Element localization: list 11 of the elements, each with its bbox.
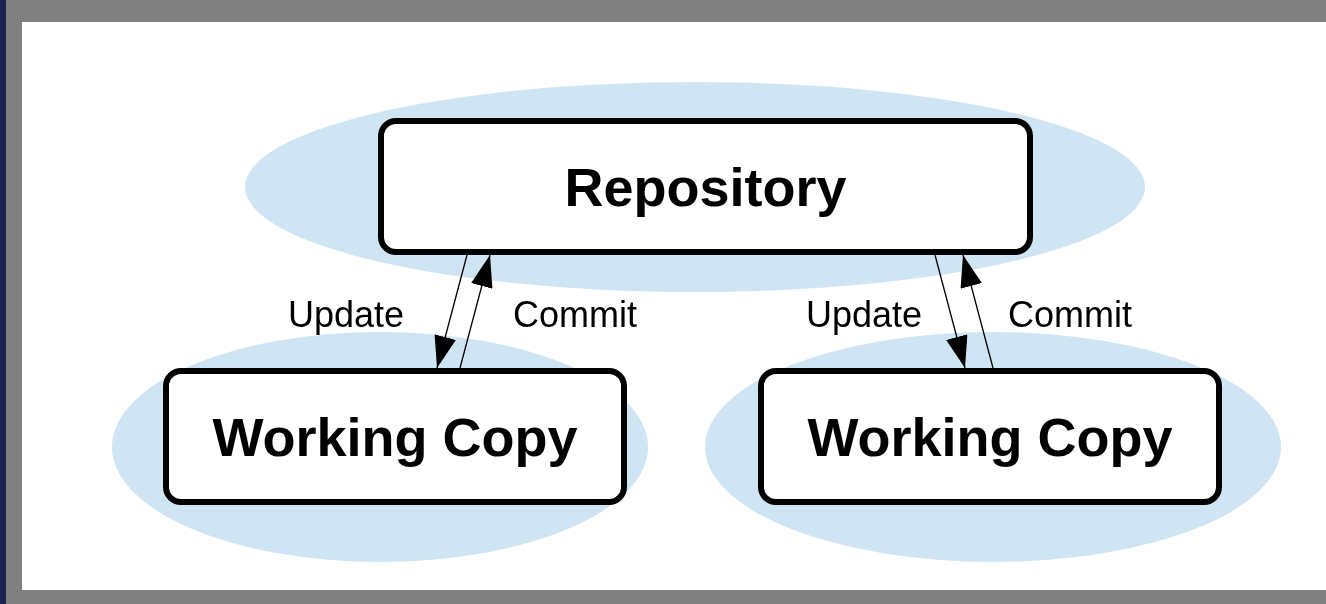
arrow bbox=[434, 254, 468, 369]
edge-label: Commit bbox=[1008, 297, 1132, 333]
process-box bbox=[758, 368, 1222, 505]
edge-label: Update bbox=[287, 297, 405, 333]
arrow bbox=[934, 254, 968, 369]
arrow bbox=[960, 254, 994, 369]
process-box bbox=[378, 118, 1033, 255]
process-box bbox=[163, 368, 627, 505]
arrow bbox=[459, 254, 493, 369]
edge-label: Commit bbox=[513, 297, 637, 333]
edge-label: Update bbox=[805, 297, 923, 333]
